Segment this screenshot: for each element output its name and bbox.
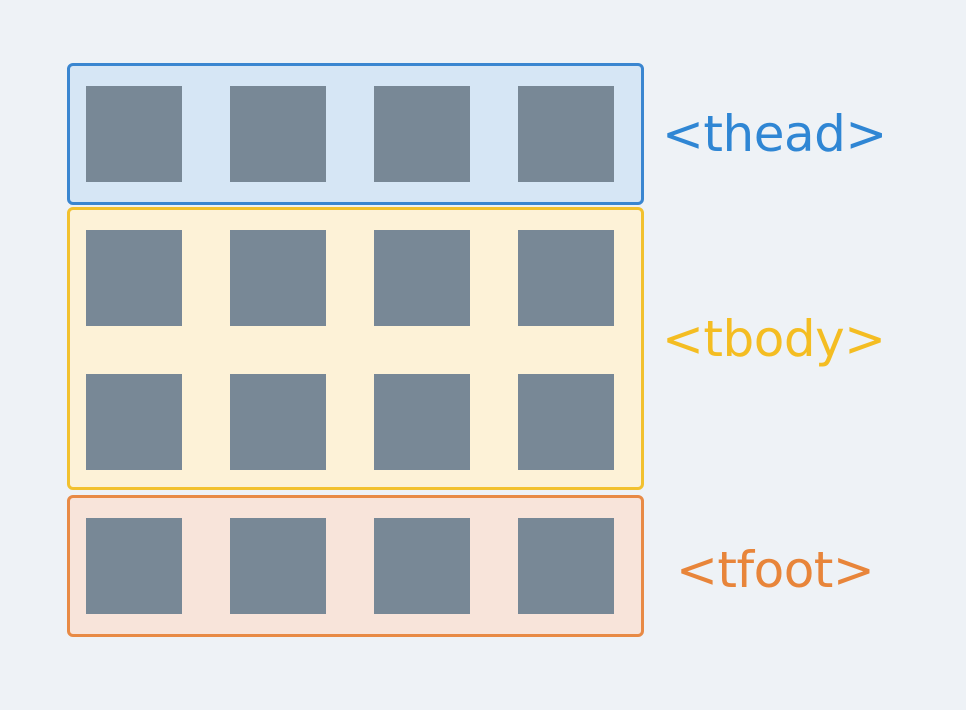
tbody-cell bbox=[86, 374, 182, 470]
thead-cell bbox=[86, 86, 182, 182]
tfoot-cell bbox=[518, 518, 614, 614]
thead-cell bbox=[230, 86, 326, 182]
tbody-cell bbox=[518, 230, 614, 326]
tbody-cell bbox=[86, 230, 182, 326]
tbody-cell bbox=[518, 374, 614, 470]
thead-label: <thead> bbox=[662, 105, 887, 163]
tfoot-cell bbox=[86, 518, 182, 614]
tbody-cell bbox=[230, 374, 326, 470]
tbody-label: <tbody> bbox=[662, 310, 886, 368]
thead-section bbox=[67, 63, 644, 205]
tfoot-section bbox=[67, 495, 644, 637]
tfoot-cell bbox=[230, 518, 326, 614]
tfoot-cell bbox=[374, 518, 470, 614]
tbody-section bbox=[67, 207, 644, 490]
tbody-cell bbox=[230, 230, 326, 326]
tbody-cell bbox=[374, 230, 470, 326]
tbody-cell bbox=[374, 374, 470, 470]
thead-cell bbox=[518, 86, 614, 182]
tfoot-label: <tfoot> bbox=[676, 541, 875, 599]
thead-cell bbox=[374, 86, 470, 182]
